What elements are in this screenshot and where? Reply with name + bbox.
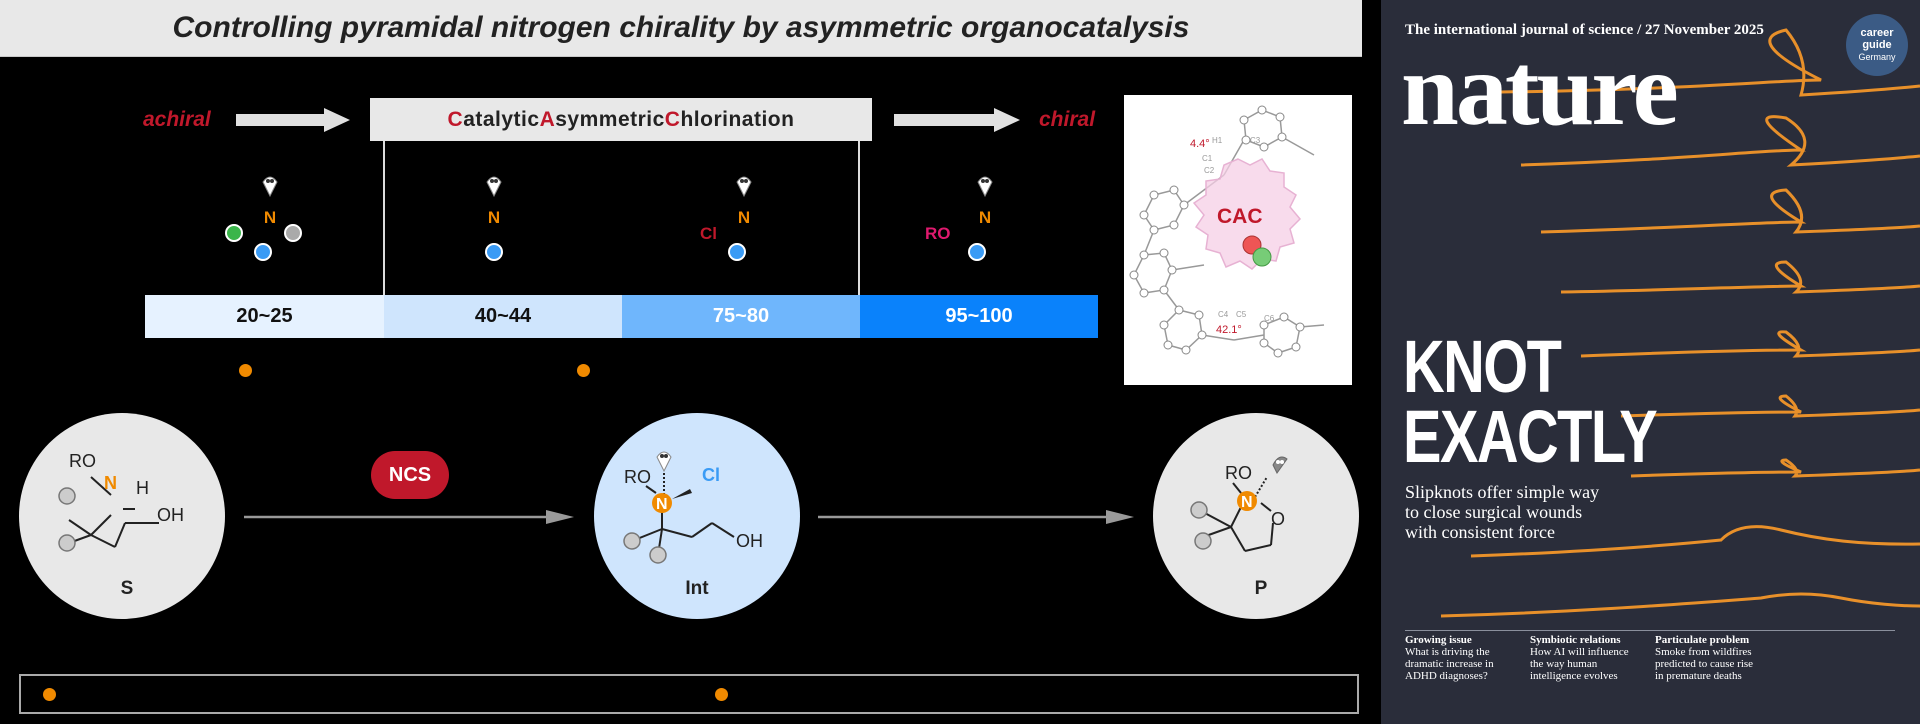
teaser-line: dramatic increase in	[1405, 658, 1494, 670]
reaction-arrow-2-icon	[818, 510, 1134, 524]
crystal-structure-image: CAC 4.4° 42.1° H1 C3 C1 C2 C4 C5 C6	[1124, 95, 1352, 385]
teaser-symbiotic-relations: Symbiotic relations How AI will influenc…	[1530, 634, 1650, 682]
cover-headline-2: EXACTLY	[1403, 395, 1658, 478]
n-atom: N	[264, 208, 276, 227]
atom-label: C4	[1218, 310, 1229, 319]
atom-label: C2	[1204, 166, 1215, 175]
cac-part: hlorination	[680, 107, 795, 131]
ro-text: RO	[69, 451, 96, 471]
cl-text: Cl	[702, 465, 720, 485]
cover-header: The international journal of science / 2…	[1405, 22, 1764, 38]
molecule-s-circle	[19, 413, 225, 619]
career-guide-badge: career guide Germany	[1846, 14, 1908, 76]
nitrogen-state-2: N	[485, 176, 503, 261]
molecule-s-label: S	[120, 578, 134, 599]
teaser-line: How AI will influence	[1530, 646, 1629, 658]
molecule-p-circle	[1153, 413, 1359, 619]
molecule-s-structure: RO N H OH	[58, 451, 184, 552]
arrow-achiral-icon	[236, 108, 350, 132]
cac-part: symmetric	[555, 107, 665, 131]
scale-segment: 75~80	[622, 295, 860, 338]
atom-label: C3	[1250, 136, 1261, 145]
cac-part: A	[539, 107, 556, 131]
title-bar: Controlling pyramidal nitrogen chirality…	[0, 0, 1362, 57]
arrow-chiral-icon	[894, 108, 1020, 132]
atom-label: C6	[1264, 314, 1275, 323]
teaser-line: ADHD diagnoses?	[1405, 670, 1488, 682]
teaser-title: Symbiotic relations	[1530, 634, 1621, 646]
molecule-int-label: Int	[685, 578, 709, 599]
bullet-dot	[715, 688, 728, 701]
reaction-arrow-1-icon	[244, 510, 574, 524]
molecule-int-circle	[594, 413, 800, 619]
atom-label: C5	[1236, 310, 1247, 319]
teaser-line: What is driving the	[1405, 646, 1490, 658]
angle-top-text: 4.4°	[1190, 138, 1210, 150]
bottom-note-box	[19, 674, 1359, 714]
molecule-p-structure: RO N O	[1190, 456, 1288, 552]
cover-divider	[1405, 630, 1895, 631]
nitrogen-state-1: N	[225, 176, 302, 261]
ro-text: RO	[624, 467, 651, 487]
angle-bottom-text: 42.1°	[1216, 324, 1242, 336]
cover-headline-1: KNOT	[1403, 325, 1562, 408]
subhead-line: with consistent force	[1405, 522, 1555, 542]
n-text: N	[656, 496, 668, 513]
nature-cover: The international journal of science / 2…	[1381, 0, 1920, 724]
scale-segment: 20~25	[145, 295, 384, 338]
teaser-particulate-problem: Particulate problem Smoke from wildfires…	[1655, 634, 1795, 682]
teaser-title: Particulate problem	[1655, 634, 1750, 646]
bracket-right-line	[858, 141, 860, 296]
teaser-growing-issue: Growing issue What is driving the dramat…	[1405, 634, 1525, 682]
atom-label: C1	[1202, 154, 1213, 163]
teaser-title: Growing issue	[1405, 634, 1472, 646]
molecule-p-label: P	[1254, 578, 1268, 599]
bullet-dot	[577, 364, 590, 377]
badge-line: Germany	[1858, 52, 1896, 62]
oh-text: OH	[736, 531, 763, 551]
oh-text: OH	[157, 505, 184, 525]
teaser-line: the way human	[1530, 658, 1598, 670]
page-title: Controlling pyramidal nitrogen chirality…	[172, 11, 1190, 44]
crystal-structure-drawing: CAC 4.4° 42.1° H1 C3 C1 C2 C4 C5 C6	[1129, 105, 1325, 358]
cover-knots-illustration	[1440, 28, 1920, 618]
molecule-int-structure: RO N Cl OH	[623, 451, 763, 564]
subhead-line: Slipknots offer simple way	[1405, 482, 1600, 502]
bullet-dot	[43, 688, 56, 701]
cover-masthead: nature	[1401, 32, 1679, 147]
ro-substituent: RO	[925, 224, 951, 243]
cac-part: atalytic	[463, 107, 540, 131]
reagent-ncs-badge: NCS	[371, 451, 449, 499]
teaser-line: predicted to cause rise	[1655, 658, 1754, 670]
nitrogen-state-3: N Cl	[700, 176, 752, 261]
atom-label: H1	[1212, 136, 1223, 145]
badge-line: guide	[1862, 39, 1892, 51]
n-atom: N	[738, 208, 750, 227]
n-atom: N	[979, 208, 991, 227]
badge-line: career	[1860, 27, 1894, 39]
cover-subhead: Slipknots offer simple way to close surg…	[1405, 482, 1599, 542]
scale-segment: 40~44	[384, 295, 622, 338]
o-text: O	[1271, 509, 1285, 529]
n-text: N	[104, 473, 117, 493]
chiral-label: chiral	[1039, 108, 1096, 131]
h-text: H	[136, 478, 149, 498]
teaser-line: in premature deaths	[1655, 670, 1742, 682]
n-text: N	[1241, 494, 1253, 511]
nitrogen-state-4: N RO	[925, 176, 993, 261]
achiral-label: achiral	[143, 108, 211, 131]
cac-part: C	[664, 107, 681, 131]
n-atom: N	[488, 208, 500, 227]
subhead-line: to close surgical wounds	[1405, 502, 1583, 522]
teaser-line: Smoke from wildfires	[1655, 646, 1752, 658]
bracket-left-line	[383, 141, 385, 296]
ro-text: RO	[1225, 463, 1252, 483]
cac-part: C	[447, 107, 464, 131]
bullet-dot	[239, 364, 252, 377]
teaser-line: intelligence evolves	[1530, 670, 1618, 682]
cac-label: CAC	[1217, 205, 1263, 228]
scale-segment: 95~100	[860, 295, 1098, 338]
cl-substituent: Cl	[700, 224, 717, 243]
